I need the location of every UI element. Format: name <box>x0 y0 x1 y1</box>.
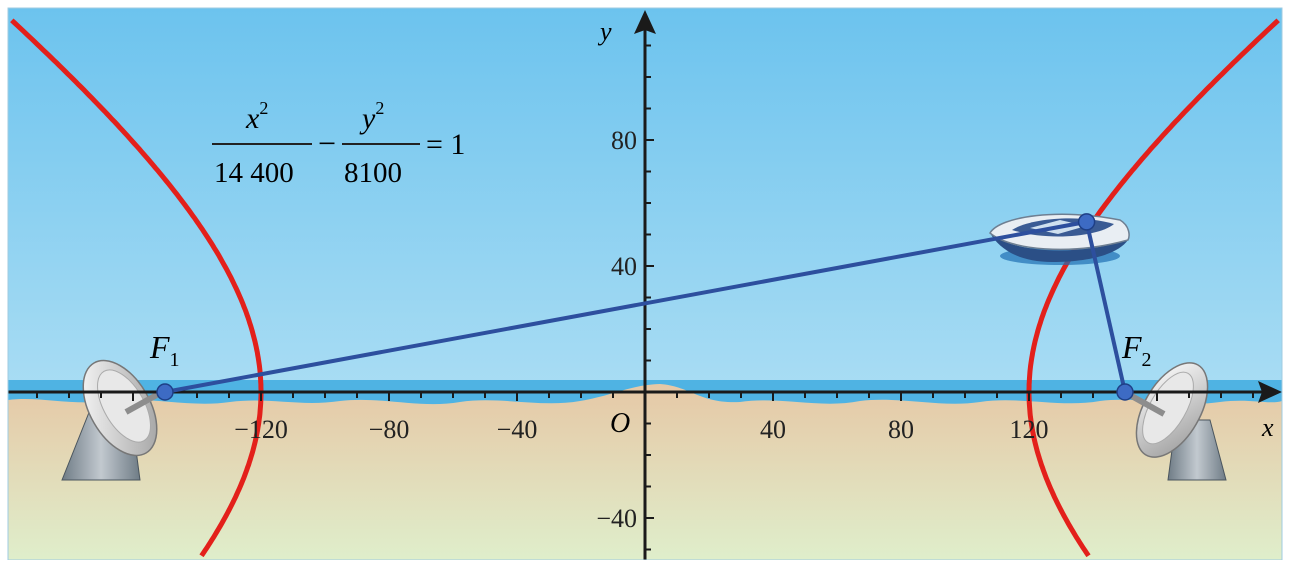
satellite-dish-icon <box>1126 362 1227 481</box>
hyperbola-right-branch <box>1026 18 1280 558</box>
y-tick-label: 80 <box>611 126 637 155</box>
y-axis-arrowhead <box>634 10 656 34</box>
equation-denominator-left: 14 400 <box>214 157 294 189</box>
focus-point-f1 <box>156 383 174 401</box>
origin-label: O <box>610 408 630 439</box>
points <box>156 213 1134 401</box>
y-tick-label: −40 <box>596 504 637 533</box>
x-tick-label: −40 <box>497 415 538 444</box>
focus-point-f2 <box>1116 383 1134 401</box>
right-dish <box>1126 362 1227 481</box>
x-tick-label: 120 <box>1010 415 1049 444</box>
equation-denominator-right: 8100 <box>344 157 402 189</box>
ship-point <box>1077 213 1096 231</box>
y-axis-label: y <box>597 17 612 46</box>
equation-rhs: = 1 <box>426 128 465 161</box>
x-tick-label: −80 <box>369 415 410 444</box>
y-minor-ticks <box>645 44 654 551</box>
equation-minus: − <box>318 125 336 161</box>
axes: −120 −80 −40 40 80 120 80 40 −40 x y O <box>8 10 1282 560</box>
x-axis-arrowhead <box>1258 381 1282 403</box>
ship <box>989 213 1130 265</box>
hyperbola-left-branch <box>10 18 264 558</box>
x-tick-label: 80 <box>888 415 914 444</box>
hyperbola <box>10 18 1280 558</box>
y-tick-labels: 80 40 −40 <box>596 126 637 533</box>
x-tick-labels: −120 −80 −40 40 80 120 <box>234 415 1048 444</box>
focal-segments <box>164 219 1127 394</box>
ship-icon <box>989 213 1130 265</box>
satellite-dish-icon <box>61 359 164 481</box>
x-tick-label: −120 <box>234 415 288 444</box>
segment-f1-to-ship <box>164 219 1087 394</box>
equation: x2 14 400 − y2 8100 = 1 <box>212 98 465 189</box>
focus-label-f1: F1 <box>149 329 180 371</box>
x-tick-label: 40 <box>760 415 786 444</box>
x-axis-label: x <box>1261 413 1274 442</box>
left-dish <box>61 359 164 481</box>
equation-numerator-y: y2 <box>359 98 384 135</box>
focus-label-f2: F2 <box>1121 329 1152 371</box>
equation-numerator-x: x2 <box>245 98 268 135</box>
segment-f2-to-ship <box>1084 221 1127 393</box>
y-tick-label: 40 <box>611 252 637 281</box>
